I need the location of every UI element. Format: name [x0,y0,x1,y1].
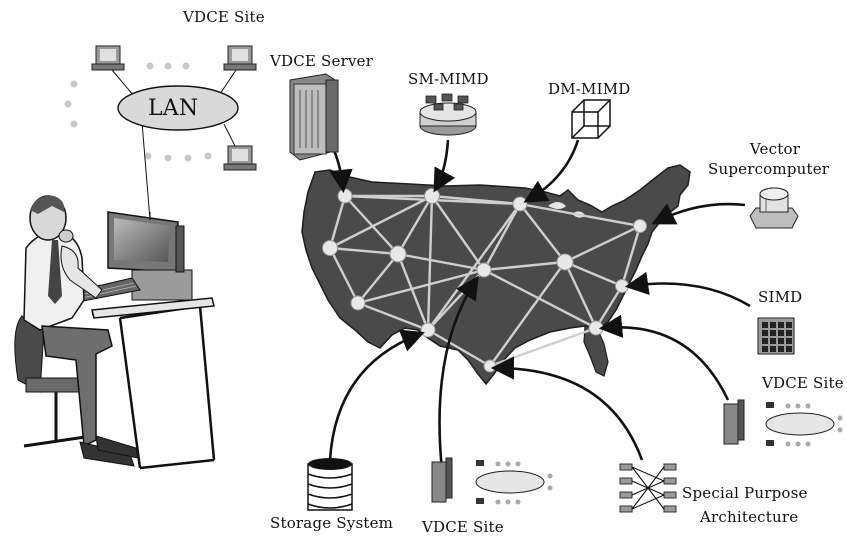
label-vector-line2: Supercomputer [708,160,830,178]
crossbar-switch-icon [619,463,677,513]
connection-arrows [328,139,751,471]
label-vector-line1: Vector [749,140,801,158]
sm-mimd-icon [419,93,477,136]
server-tower-icon [289,73,339,161]
lan-dots [64,62,212,162]
vdce-site-top [64,45,257,221]
node-southeast [588,320,604,336]
user-at-computer-icon [14,195,216,470]
node-northeast [633,219,647,233]
dm-mimd-cube-icon [571,99,611,139]
node-south-central [420,322,436,338]
arrow-sm-mimd [433,139,456,193]
workstation-icon [91,45,125,71]
node-central [476,262,492,278]
arrow-simd [624,271,751,308]
node-north-central [424,188,440,204]
label-storage-system: Storage System [270,514,394,532]
node-west [322,240,338,256]
usa-map [301,164,691,386]
vdce-site-right-icon [723,399,843,447]
node-northwest [337,188,353,204]
label-vdce-site-right: VDCE Site [762,374,844,392]
arrow-vdce-right [598,314,730,401]
usa-map-shape [301,164,691,386]
node-southwest [350,295,366,311]
node-midwest-north [512,196,528,212]
node-gulf [483,359,497,373]
vector-supercomputer-icon [749,187,799,229]
lan-ellipse [117,85,239,131]
arrow-storage [328,329,425,461]
label-special-purpose-line1: Special Purpose [682,484,808,502]
arrow-vector [651,202,746,225]
workstation-icon [223,45,257,71]
node-east [615,279,629,293]
arrow-vdce-bottom [438,275,479,471]
node-mountain [389,245,407,263]
simd-grid-icon [757,317,795,355]
label-sm-mimd: SM-MIMD [408,70,489,88]
label-dm-mimd: DM-MIMD [548,80,631,98]
vdce-site-bottom-icon [431,457,553,505]
workstation-icon [223,145,257,171]
label-vdce-site-bottom: VDCE Site [422,518,504,536]
label-vdce-server: VDCE Server [270,52,374,70]
label-vdce-site-top: VDCE Site [183,8,265,26]
network-nodes [322,188,647,373]
network-links [328,194,642,368]
arrow-special [490,356,644,461]
node-midwest [556,253,574,271]
label-lan: LAN [148,96,199,121]
label-special-purpose-line2: Architecture [700,508,799,526]
arrow-dm-mimd [523,139,580,203]
disk-stack-icon [307,458,353,511]
label-simd: SIMD [758,288,803,306]
